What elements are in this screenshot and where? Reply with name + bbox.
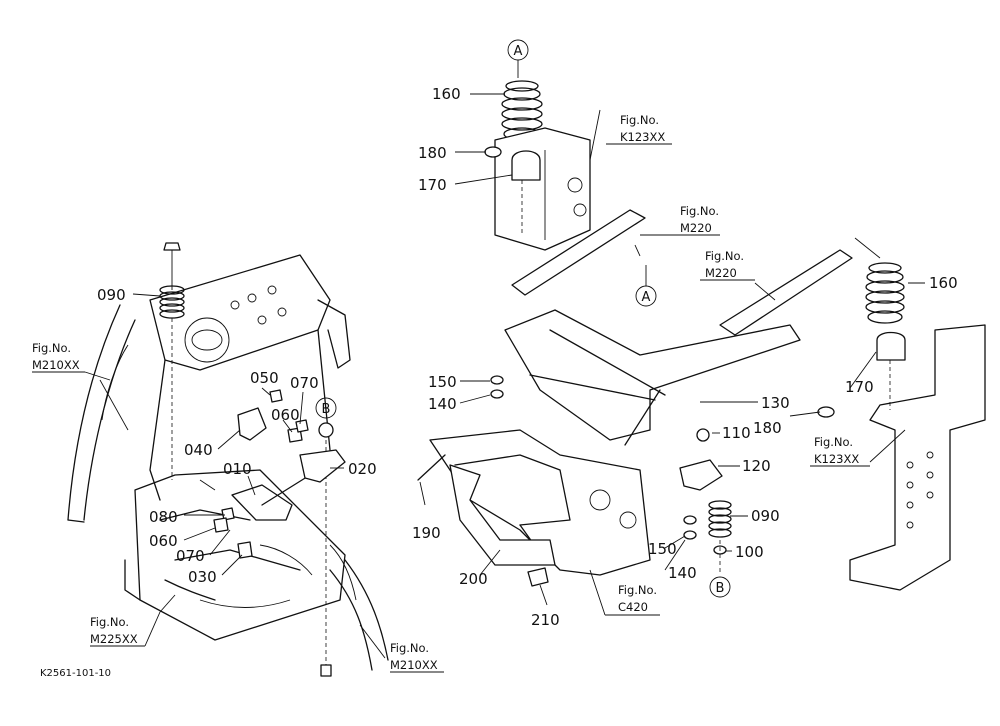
fig-ref-code: M210XX [390,658,438,672]
left-assembly [67,242,389,677]
bumper-170-right [876,331,906,361]
spring-160-right [865,262,905,324]
fig-ref-prefix: Fig.No. [705,249,744,263]
lower-housing [429,429,651,576]
callout-170-right: 170 [845,378,874,396]
callout-080: 080 [149,508,178,526]
fig-ref-prefix: Fig.No. [680,204,719,218]
marker-label: B [322,402,331,417]
marker-label: A [642,290,651,305]
rail-left [511,209,646,296]
part-070-top [295,419,309,433]
fig-ref-code: M220 [680,221,712,235]
fig-ref-m220-top: Fig.No. M220 [640,204,720,236]
fig-ref-code: K123XX [814,452,859,466]
callout-060-bottom: 060 [149,532,178,550]
callout-060-top: 060 [271,406,300,424]
fig-ref-code: M225XX [90,632,138,646]
bracket-200 [449,464,556,566]
bolt-210 [527,567,549,587]
part-030 [237,541,253,559]
callout-170-top: 170 [418,176,447,194]
callout-140-left: 140 [428,395,457,413]
washer-150-left [490,375,504,385]
callout-110: 110 [722,424,751,442]
part-010 [231,484,293,521]
callout-150-left: 150 [428,373,457,391]
rail-right [719,249,853,336]
fig-ref-code: M220 [705,266,737,280]
fig-ref-m225: Fig.No. M225XX [90,611,161,647]
spring-090-left [159,242,185,480]
fig-ref-prefix: Fig.No. [620,113,659,127]
callout-160-top: 160 [432,85,461,103]
fig-ref-prefix: Fig.No. [814,435,853,449]
callout-090-left: 090 [97,286,126,304]
part-050 [269,389,283,403]
fig-ref-c420: Fig.No. C420 [605,583,660,616]
fig-ref-m210-bottom: Fig.No. M210XX [390,641,444,673]
callout-180-right: 180 [753,419,782,437]
top-bracket [494,127,591,251]
callout-040: 040 [184,441,213,459]
part-040 [237,407,267,441]
drawing-code: K2561-101-10 [40,668,111,679]
fig-ref-prefix: Fig.No. [618,583,657,597]
callout-120: 120 [742,457,771,475]
callout-100: 100 [735,543,764,561]
callout-180-top: 180 [418,144,447,162]
fig-ref-code: C420 [618,600,648,614]
callout-010: 010 [223,460,252,478]
callout-140-bottom: 140 [668,564,697,582]
callout-130: 130 [761,394,790,412]
callout-200: 200 [459,570,488,588]
washer-180-right [817,406,835,418]
washer-140-bottom [683,530,697,540]
plate-120 [679,459,723,491]
bumper-170-top [511,150,541,181]
callout-070-bottom: 070 [176,547,205,565]
fig-ref-prefix: Fig.No. [90,615,129,629]
callout-190: 190 [412,524,441,542]
right-post [849,324,986,591]
callout-050: 050 [250,369,279,387]
washer-140-left [490,389,504,399]
leader-lines [84,93,925,659]
fig-ref-m210-left: Fig.No. M210XX [32,341,85,373]
callout-160-right: 160 [929,274,958,292]
fig-ref-prefix: Fig.No. [32,341,71,355]
callout-210: 210 [531,611,560,629]
fig-ref-m220-right: Fig.No. M220 [700,249,755,281]
fig-ref-k123-right: Fig.No. K123XX [810,435,870,467]
callout-070-top: 070 [290,374,319,392]
marker-b-left: B [315,397,337,419]
spring-090-right [708,500,732,575]
marker-a-mid: A [635,265,657,307]
bolt-110 [696,428,710,442]
fig-ref-prefix: Fig.No. [390,641,429,655]
main-frame [504,309,801,441]
part-020 [299,449,346,483]
marker-label: B [716,581,725,596]
part-060-bottom [213,517,229,533]
marker-b-right: B [709,576,731,598]
callout-150-bottom: 150 [648,540,677,558]
fig-ref-k123-top: Fig.No. K123XX [606,113,672,145]
callouts: 090 050 070 060 040 010 020 080 060 070 … [97,85,958,629]
marker-label: A [514,44,523,59]
callout-030: 030 [188,568,217,586]
marker-a-top: A [507,39,529,78]
callout-090-right: 090 [751,507,780,525]
callout-020: 020 [348,460,377,478]
fig-ref-code: M210XX [32,358,80,372]
right-assembly [417,80,986,591]
fig-ref-code: K123XX [620,130,665,144]
part-080 [221,507,235,521]
washer-150-bottom [683,515,697,525]
